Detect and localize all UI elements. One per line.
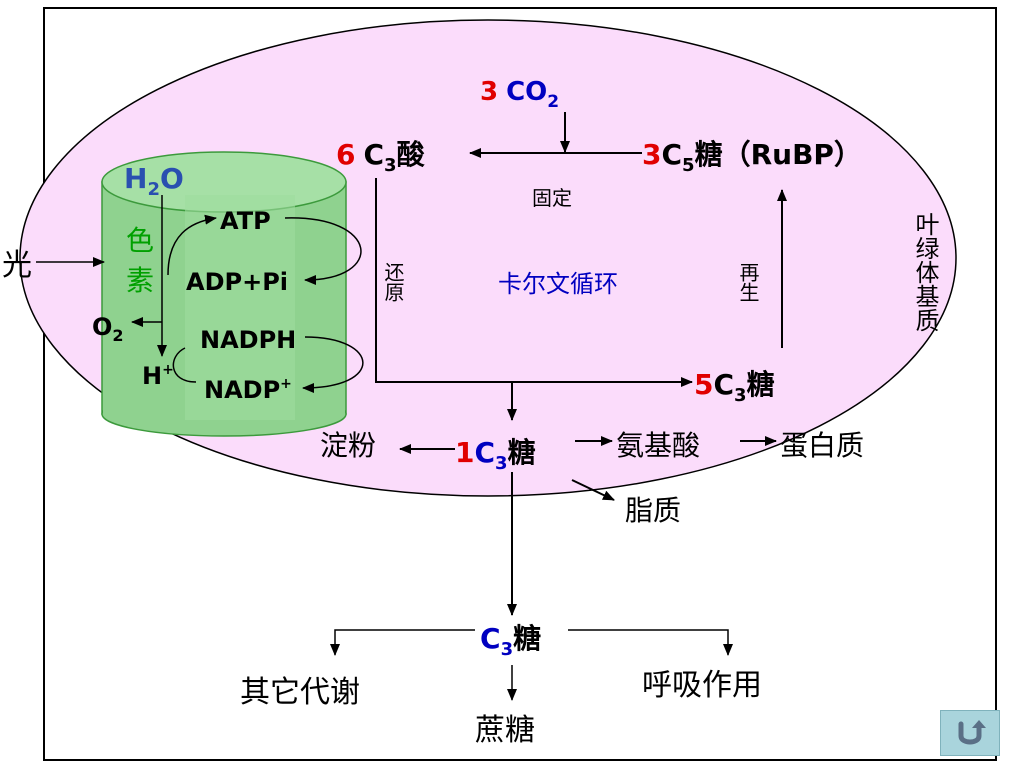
- calvin-cycle-label: 卡尔文循环: [498, 270, 618, 298]
- c3-sugar-label: C3糖: [480, 622, 541, 660]
- nadph-label: NADPH: [200, 326, 296, 354]
- thylakoid-cylinder: [101, 151, 347, 437]
- atp-synthesis-arrow: [167, 214, 217, 276]
- sucrose-label: 蔗糖: [475, 713, 535, 748]
- to-respiration-arrow: [568, 629, 733, 656]
- atp-to-adp-arrow: [284, 217, 362, 285]
- c3-sugar-1-label: 1C3糖: [455, 436, 536, 474]
- regeneration-label: 再生: [736, 262, 760, 302]
- light-label: 光: [2, 248, 32, 283]
- h-plus-label: H+: [142, 362, 174, 390]
- atp-label: ATP: [220, 207, 271, 235]
- protein-label: 蛋白质: [780, 429, 864, 462]
- slide-frame: [43, 7, 997, 761]
- c3-sugar-5-label: 5C3糖: [694, 368, 775, 406]
- fixation-label: 固定: [532, 186, 572, 210]
- to-lipid-arrow: [571, 479, 615, 501]
- reduction-label: 还原: [381, 262, 405, 302]
- amino-acid-label: 氨基酸: [616, 429, 700, 462]
- h2o-label: H2O: [124, 162, 184, 200]
- adp-pi-label: ADP+Pi: [186, 268, 288, 296]
- nadph-formation-arrow: [172, 347, 197, 383]
- nadp-label: NADP+: [204, 376, 292, 404]
- starch-label: 淀粉: [320, 429, 376, 462]
- reduction-arrow: [375, 178, 693, 387]
- stroma-label: 叶绿体基质: [911, 212, 939, 332]
- pigment-label-2: 素: [126, 264, 154, 297]
- c5-sugar-label: 3C5糖（RuBP）: [642, 138, 862, 176]
- back-button[interactable]: [940, 710, 1000, 756]
- pigment-label-1: 色: [126, 224, 154, 257]
- other-metabolism-label: 其它代谢: [240, 675, 360, 710]
- o2-label: O2: [92, 313, 124, 345]
- to-other-metabolism-arrow: [330, 629, 475, 656]
- lipid-label: 脂质: [625, 494, 681, 527]
- nadph-to-nadp-arrow: [302, 336, 364, 393]
- return-arrow-icon: [958, 720, 986, 745]
- respiration-label: 呼吸作用: [642, 668, 762, 703]
